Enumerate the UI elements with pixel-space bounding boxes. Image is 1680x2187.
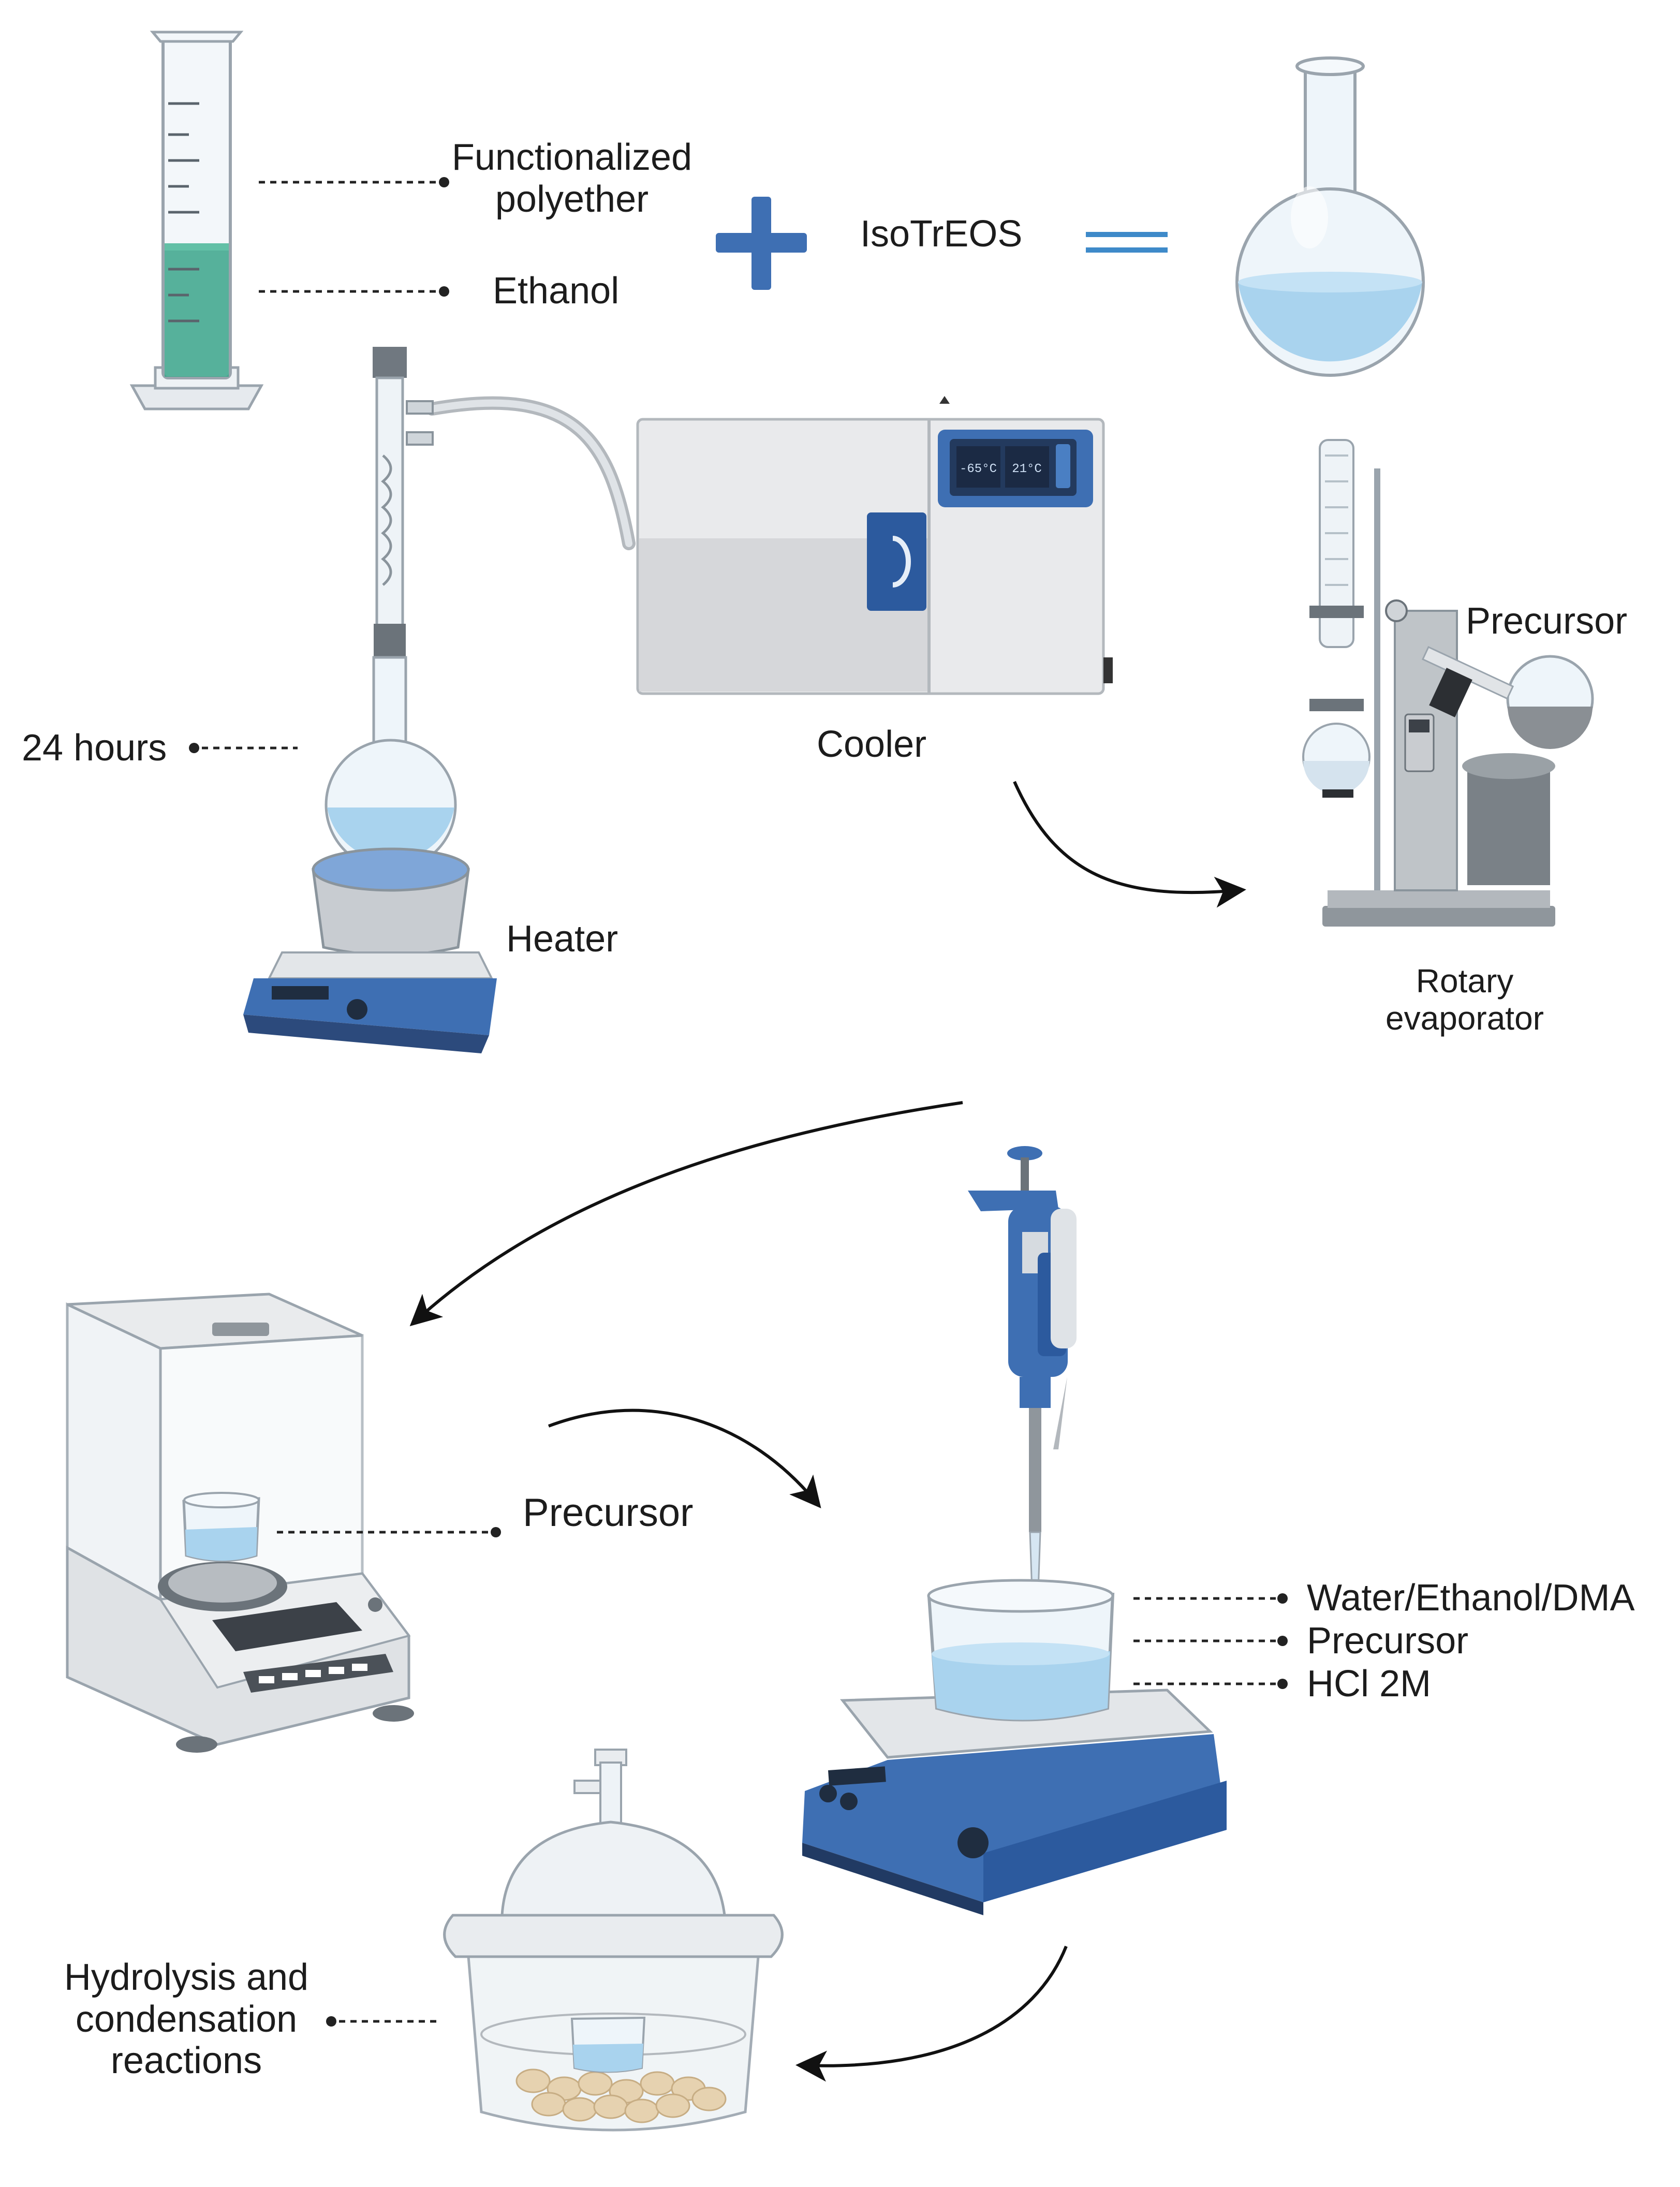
desiccator-icon <box>443 1749 784 2132</box>
label-ethanol: Ethanol <box>493 270 620 312</box>
leader-precursor-beaker <box>1133 1636 1288 1646</box>
label-line: Functionalized <box>451 137 692 178</box>
arrow-cooler-to-evaporator <box>1013 781 1246 908</box>
label-line: Hydrolysis and <box>64 1957 309 1998</box>
label-functionalized-polyether: Functionalized polyether <box>450 137 694 220</box>
label-line: polyether <box>495 178 649 220</box>
label-hydrolysis: Hydrolysis and condensation reactions <box>36 1957 336 2082</box>
leader-hydrolysis <box>326 2016 437 2027</box>
label-cooler: Cooler <box>817 724 927 765</box>
label-24-hours: 24 hours <box>22 727 167 769</box>
label-line: Rotary <box>1416 962 1514 1000</box>
label-line: condensation <box>75 1998 298 2040</box>
plus-icon <box>716 197 807 290</box>
label-precursor-balance: Precursor <box>523 1491 694 1535</box>
leader-24-hours <box>189 743 298 753</box>
label-water-ethanol-dma: Water/Ethanol/DMA <box>1307 1577 1635 1619</box>
label-line: evaporator <box>1386 999 1544 1037</box>
equals-icon <box>1086 232 1168 253</box>
leader-ethanol <box>259 286 449 297</box>
arrow-stirrer-to-desiccator <box>795 1945 1068 2082</box>
rotary-evaporator-icon <box>1302 439 1594 927</box>
label-line: reactions <box>110 2040 262 2082</box>
label-heater: Heater <box>506 918 618 960</box>
leader-hcl <box>1133 1679 1288 1689</box>
leader-polyether <box>259 177 449 187</box>
arrow-evaporator-to-balance <box>409 1101 963 1327</box>
arrow-balance-to-stirrer <box>548 1408 821 1508</box>
leader-precursor-balance <box>277 1527 501 1537</box>
label-isotreos: IsoTrEOS <box>860 213 1023 255</box>
stirrer-beaker-icon <box>802 1579 1227 1915</box>
graduated-cylinder-icon <box>129 31 264 410</box>
label-precursor-evaporator: Precursor <box>1466 600 1628 642</box>
leader-water-ethanol-dma <box>1133 1593 1288 1604</box>
cooler-icon: -65°C 21°C <box>636 396 1113 695</box>
label-hcl: HCl 2M <box>1307 1663 1432 1705</box>
round-flask-icon <box>1235 56 1425 377</box>
reflux-setup-icon <box>243 347 636 1053</box>
label-rotary-evaporator: Rotary evaporator <box>1351 962 1579 1037</box>
label-precursor-beaker: Precursor <box>1307 1620 1469 1662</box>
display-left: -65°C <box>960 462 997 476</box>
analytical-balance-icon <box>66 1293 414 1753</box>
display-right: 21°C <box>1012 462 1042 476</box>
pipette-icon <box>968 1146 1077 1677</box>
